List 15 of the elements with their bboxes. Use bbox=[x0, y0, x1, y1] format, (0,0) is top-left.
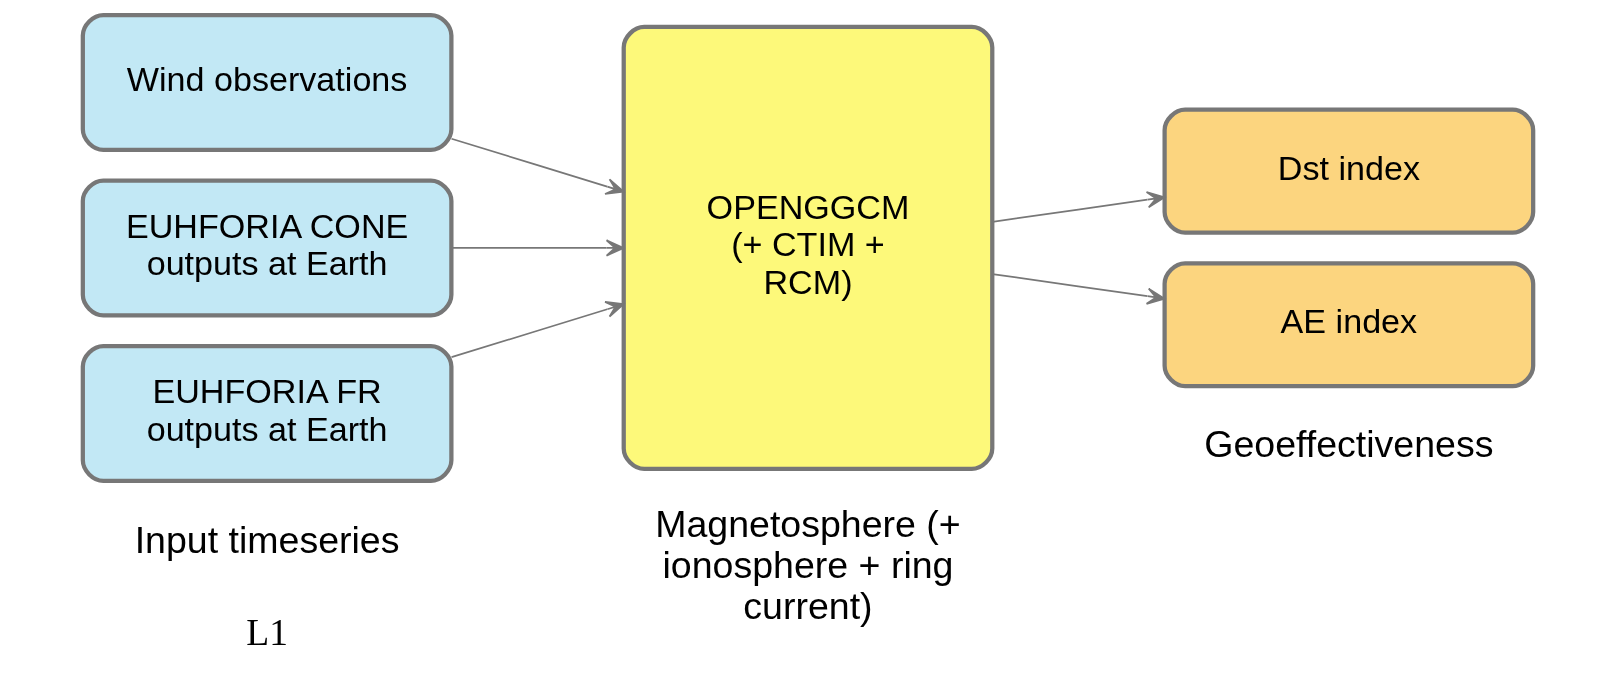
label: Geoeffectiveness bbox=[1203, 423, 1493, 466]
label: Magnetosphere (+ ionosphere + ring current) bbox=[654, 503, 961, 628]
node-box: Dst index bbox=[1162, 107, 1535, 235]
arrow bbox=[450, 239, 624, 257]
node-box: OPENGGCM (+ CTIM + RCM) bbox=[621, 24, 994, 472]
arrow bbox=[991, 191, 1165, 223]
arrow bbox=[450, 301, 624, 359]
label: Input timeseries bbox=[134, 518, 400, 561]
node-box: AE index bbox=[1162, 261, 1535, 389]
node-box: EUHFORIA CONE outputs at Earth bbox=[80, 178, 453, 318]
label: L1 bbox=[245, 611, 288, 653]
node-box: EUHFORIA FR outputs at Earth bbox=[80, 343, 453, 483]
node-box: Wind observations bbox=[80, 12, 453, 152]
arrow bbox=[991, 273, 1165, 305]
arrow bbox=[450, 137, 624, 195]
